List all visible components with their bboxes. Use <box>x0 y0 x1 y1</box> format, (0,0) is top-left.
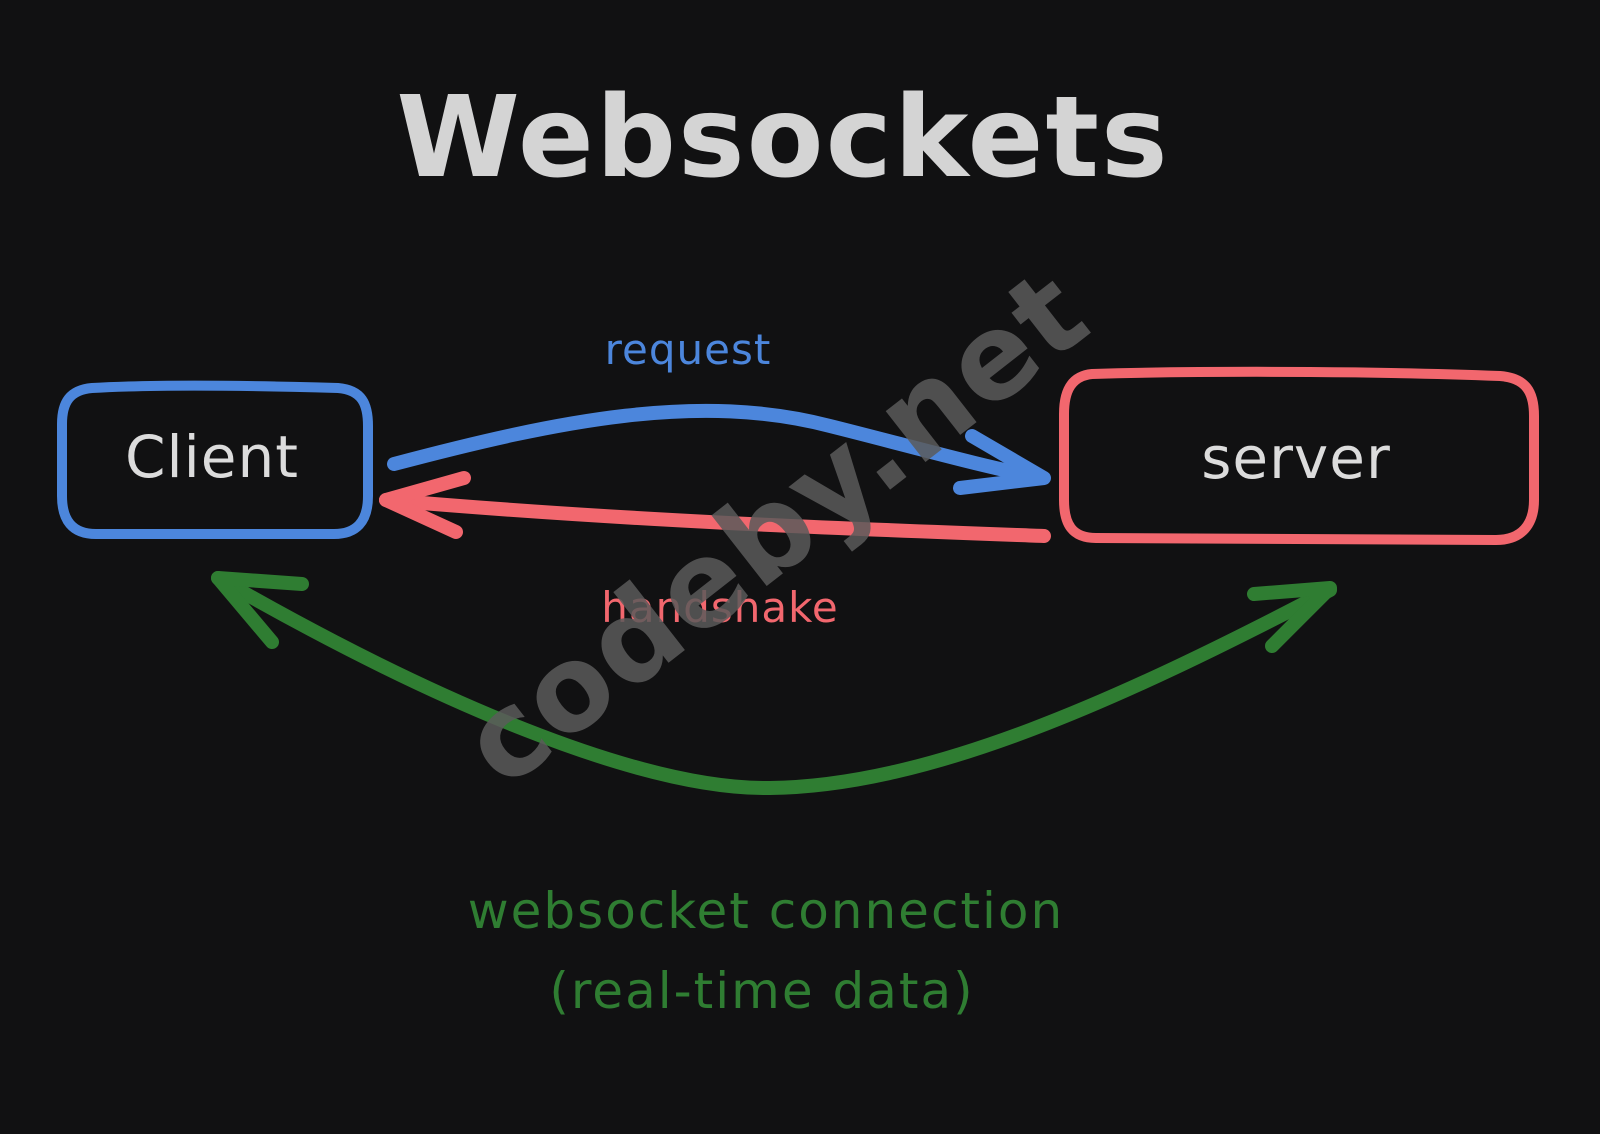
server-node: server <box>1059 366 1539 545</box>
connection-arrow-line <box>211 571 1337 796</box>
caption-line-1: websocket connection <box>468 882 1064 940</box>
request-arrow-line <box>387 403 1049 485</box>
handshake-arrow-head <box>379 471 471 539</box>
diagram-title: Websockets <box>396 73 1169 203</box>
websocket-connection-arrow <box>211 571 1337 796</box>
request-arrow <box>387 403 1051 495</box>
handshake-arrow-line <box>379 493 1051 543</box>
request-label: request <box>605 325 772 374</box>
server-label: server <box>1201 424 1391 492</box>
handshake-arrow <box>379 471 1051 543</box>
connection-arrow-head-left <box>211 571 309 649</box>
client-node: Client <box>57 380 373 539</box>
connection-arrow-head-right <box>1247 581 1337 653</box>
handshake-label: handshake <box>601 583 839 632</box>
client-box <box>57 380 373 539</box>
client-label: Client <box>125 423 299 491</box>
request-arrow-head <box>953 429 1051 495</box>
caption-line-2: (real-time data) <box>549 962 974 1020</box>
server-box <box>1059 366 1539 545</box>
